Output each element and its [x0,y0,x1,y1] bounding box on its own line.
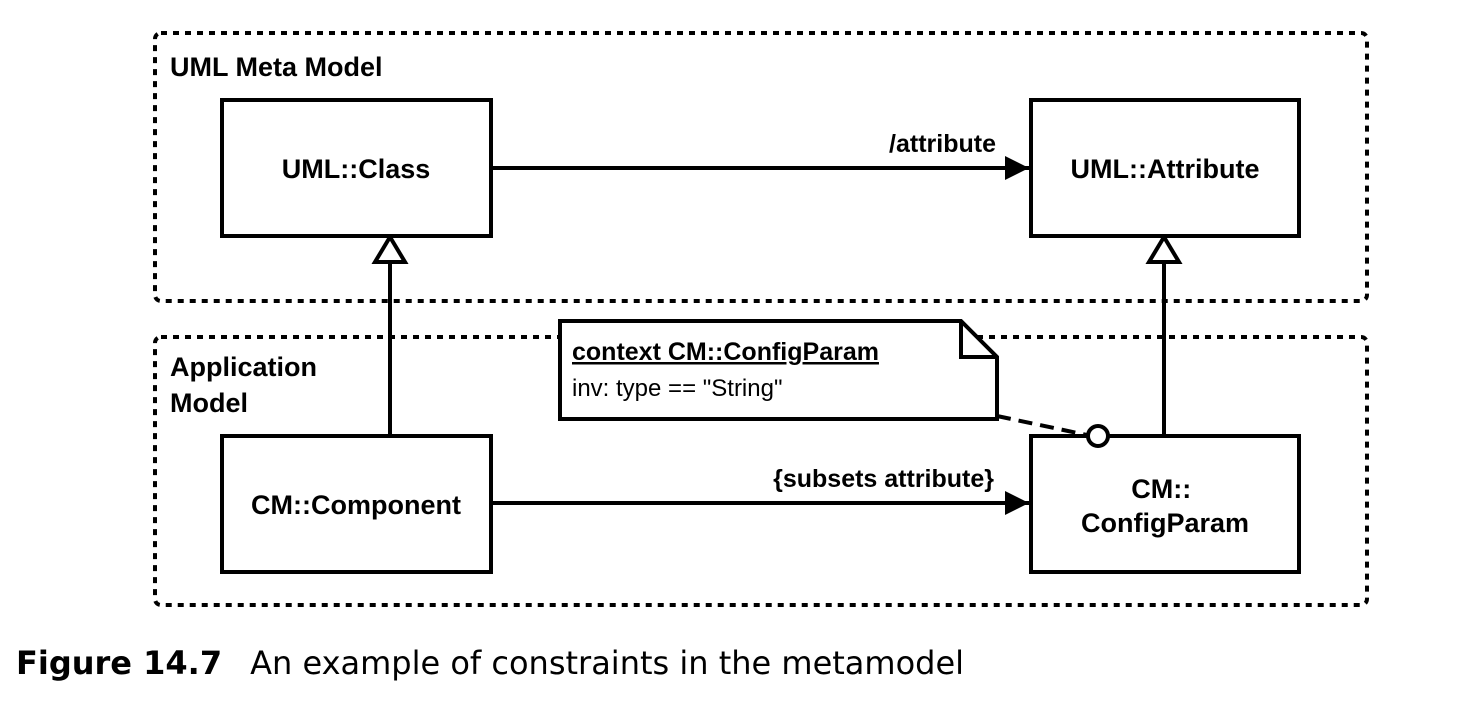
class-label-line-1: CM:: [1131,474,1191,504]
class-cm-configparam: CM:: ConfigParam [1029,434,1301,574]
generalization-arrowhead [371,233,409,264]
generalization-configparam-to-attribute [1145,233,1183,435]
class-label: UML::Attribute [1071,154,1260,184]
class-box [220,98,493,238]
note-fold [959,321,997,359]
note-body: inv: type == "String" [572,375,782,402]
association-subsets: {subsets attribute} [491,465,1029,515]
association-attribute: /attribute [491,130,1029,180]
class-label-line-2: ConfigParam [1081,508,1249,538]
class-uml-class: UML::Class [220,98,493,238]
class-uml-attribute: UML::Attribute [1029,98,1301,238]
package-uml-meta-model: UML Meta Model [153,31,1369,303]
generalization-component-to-class [371,233,409,435]
package-label-app-line-1: Application [170,352,317,382]
generalization-arrowhead [1145,233,1183,264]
package-label-meta: UML Meta Model [170,52,383,82]
constraint-note: context CM::ConfigParam inv: type == "St… [558,319,999,421]
note-title: context CM::ConfigParam [572,338,879,366]
class-box [1029,98,1301,238]
class-label: UML::Class [282,154,431,184]
association-label-subsets: {subsets attribute} [773,465,994,493]
class-cm-component: CM::Component [220,434,493,574]
note-anchor [996,414,1110,448]
class-box [1029,434,1301,574]
package-frame-meta [153,31,1369,303]
class-label: CM::Component [251,490,461,520]
class-label: CM:: ConfigParam [1081,474,1249,538]
uml-diagram: UML Meta Model Application Model /attrib… [153,31,1369,607]
figure-caption-text: An example of constraints in the metamod… [250,644,965,682]
figure-number: Figure 14.7 [16,644,223,682]
note-anchor-line [996,414,1088,437]
class-box [220,434,493,574]
note-shape [558,319,999,421]
association-label-attribute: /attribute [889,130,996,158]
package-label-app: Application Model [170,352,325,418]
figure-caption: Figure 14.7 An example of constraints in … [16,644,964,682]
note-anchor-circle [1086,424,1110,448]
package-label-app-line-2: Model [170,388,248,418]
